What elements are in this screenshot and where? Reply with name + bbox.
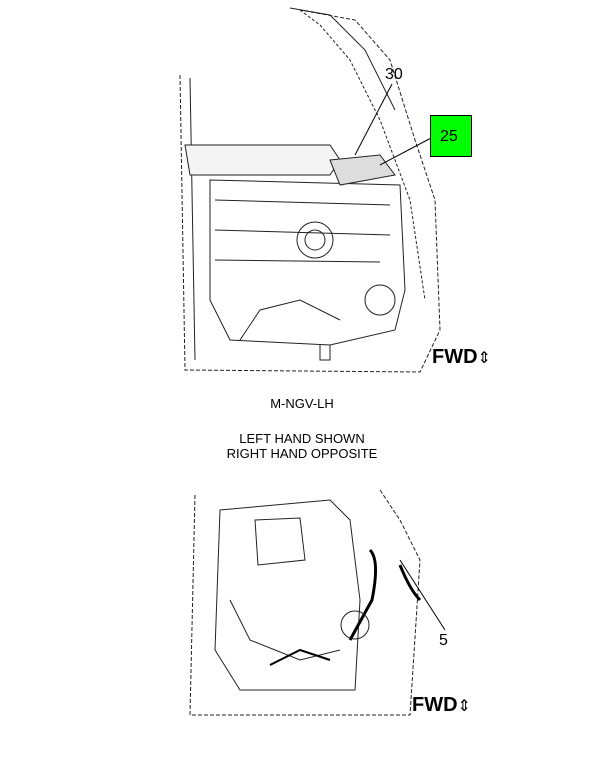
highlighted-callout-box[interactable]: 25 bbox=[430, 115, 472, 157]
model-label: M-NGV-LH bbox=[270, 396, 334, 411]
callout-30: 30 bbox=[385, 66, 403, 83]
fwd-label-bottom: FWD⇕ bbox=[412, 694, 471, 717]
caption-line1: LEFT HAND SHOWN bbox=[239, 431, 365, 446]
fwd-label-top: FWD⇕ bbox=[432, 346, 491, 369]
double-arrow-icon: ⇕ bbox=[477, 350, 491, 367]
fwd-text: FWD bbox=[412, 694, 458, 716]
caption-line2: RIGHT HAND OPPOSITE bbox=[226, 446, 378, 461]
fwd-text: FWD bbox=[432, 346, 478, 368]
callout-25: 25 bbox=[440, 128, 458, 145]
callout-5: 5 bbox=[439, 632, 448, 649]
double-arrow-icon: ⇕ bbox=[457, 698, 471, 715]
